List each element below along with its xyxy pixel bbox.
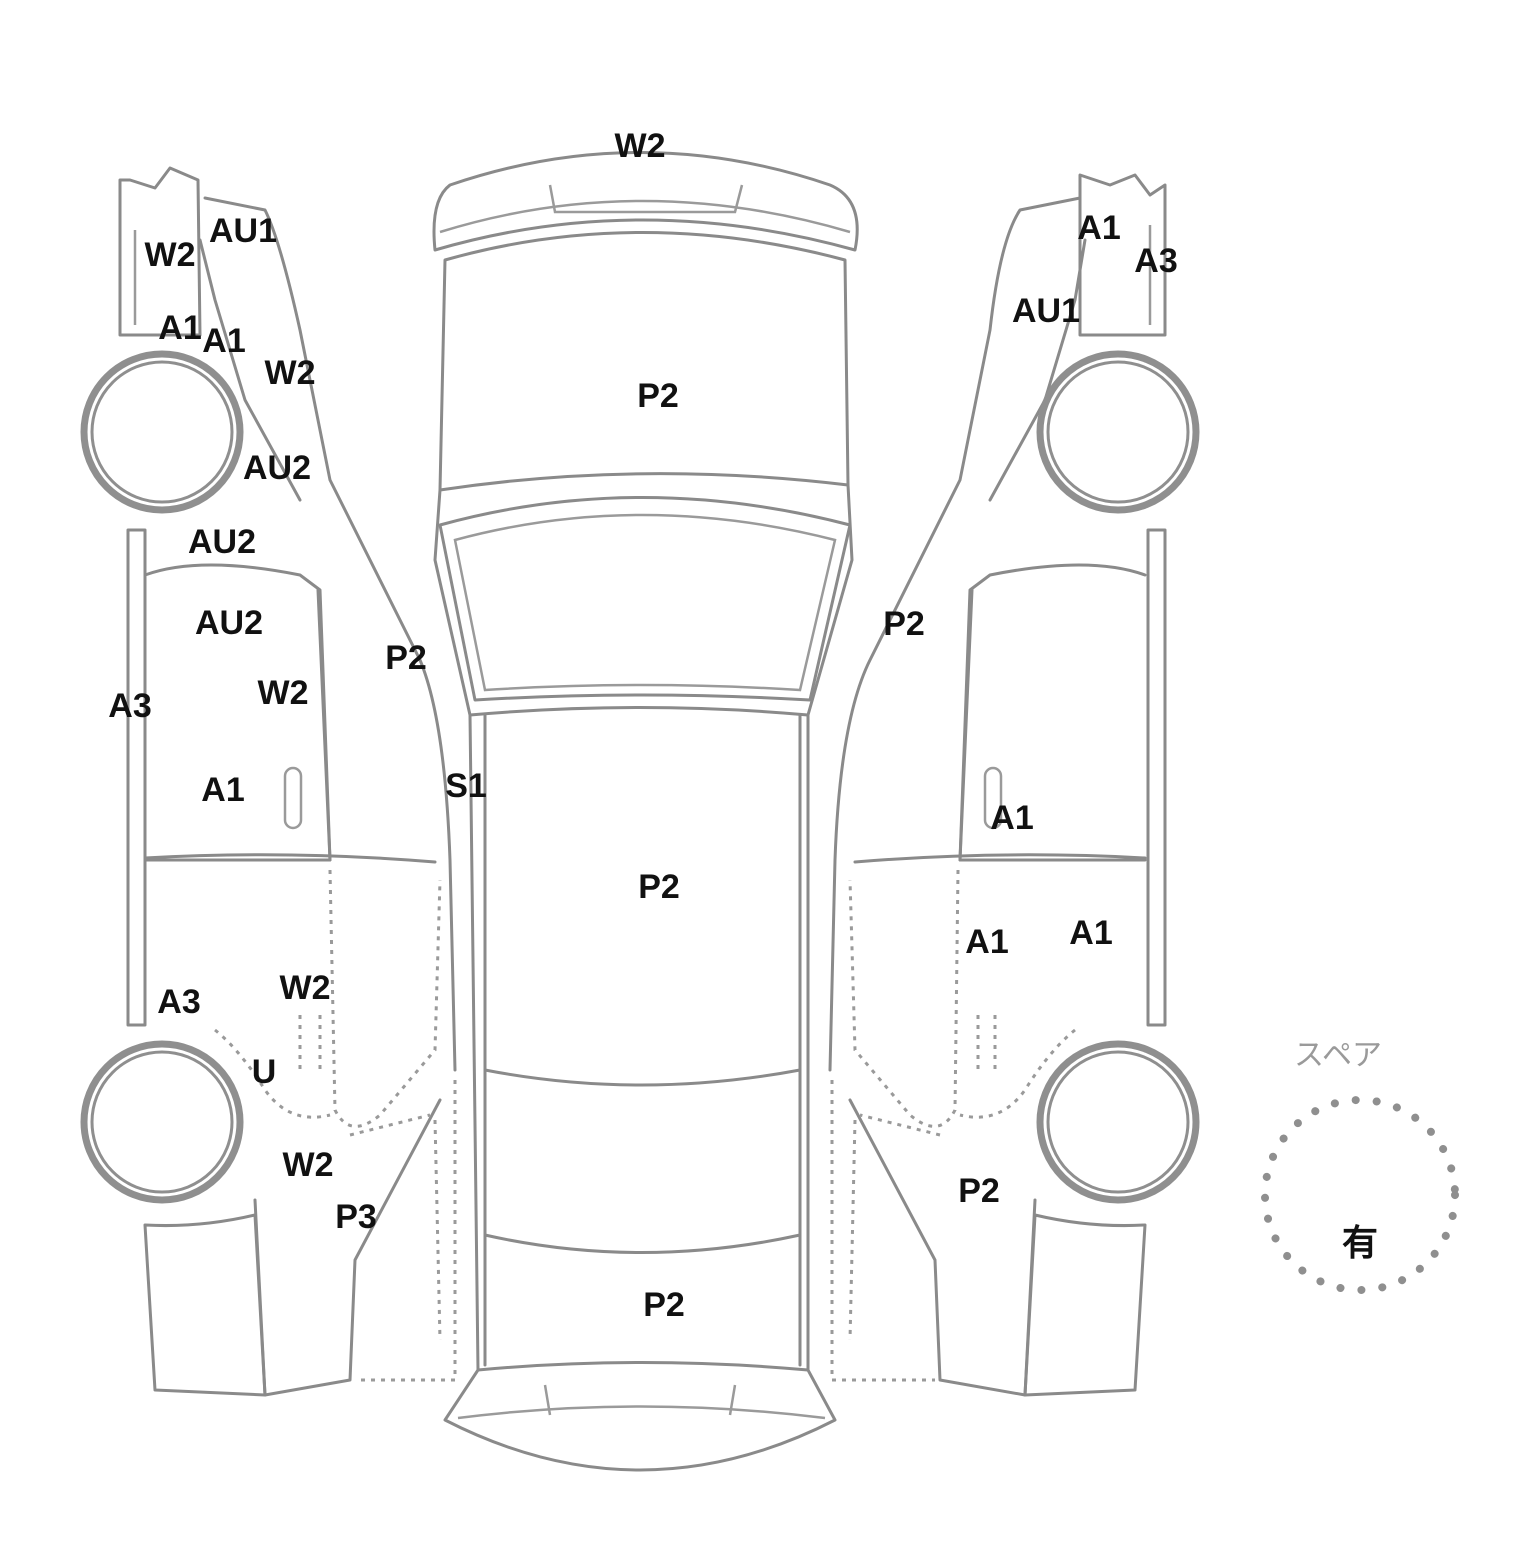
damage-code-left-front: AU1 (208, 212, 278, 250)
damage-code-right-front: A1 (1077, 209, 1121, 247)
car-right-side-view (828, 173, 1200, 1397)
damage-code-right-pillar: P2 (883, 605, 925, 643)
damage-code-left-door: A1 (201, 771, 245, 809)
damage-code-left-step: S1 (445, 767, 487, 805)
spare-tire-status: 有 (1341, 1223, 1379, 1264)
damage-code-left-sill: A3 (108, 687, 152, 725)
car-top-view (432, 151, 859, 1472)
damage-code-left-front: W2 (144, 236, 196, 274)
damage-code-hood: P2 (637, 377, 679, 415)
damage-code-right-door: A1 (990, 799, 1034, 837)
damage-code-left-rear: U (251, 1053, 277, 1091)
damage-code-left-front: A1 (202, 322, 246, 360)
damage-code-left-rear: W2 (279, 969, 331, 1007)
damage-code-roof: P2 (638, 868, 680, 906)
damage-code-right-door: A1 (965, 923, 1009, 961)
damage-code-right-rear: P2 (958, 1172, 1000, 1210)
damage-code-left-door: W2 (257, 674, 309, 712)
damage-code-left-pillar: P2 (385, 639, 427, 677)
damage-code-left-door: AU2 (194, 604, 264, 642)
damage-code-left-front: AU2 (187, 523, 257, 561)
damage-code-left-rear: P3 (335, 1198, 377, 1236)
damage-code-trunk: P2 (643, 1286, 685, 1324)
damage-code-left-front: AU2 (242, 449, 312, 487)
damage-code-rear-top: W2 (614, 127, 666, 165)
damage-code-left-front: W2 (264, 354, 316, 392)
spare-tire-label: スペア (1294, 1038, 1382, 1073)
damage-code-left-rear: A3 (157, 983, 201, 1021)
damage-code-right-door: A1 (1069, 914, 1113, 952)
damage-code-left-front: A1 (158, 309, 202, 347)
damage-code-left-rear: W2 (282, 1146, 334, 1184)
damage-code-right-front: A3 (1134, 242, 1178, 280)
damage-code-right-front: AU1 (1011, 292, 1081, 330)
spare-tire-circle (1261, 1096, 1459, 1294)
car-left-side-view (80, 166, 457, 1397)
